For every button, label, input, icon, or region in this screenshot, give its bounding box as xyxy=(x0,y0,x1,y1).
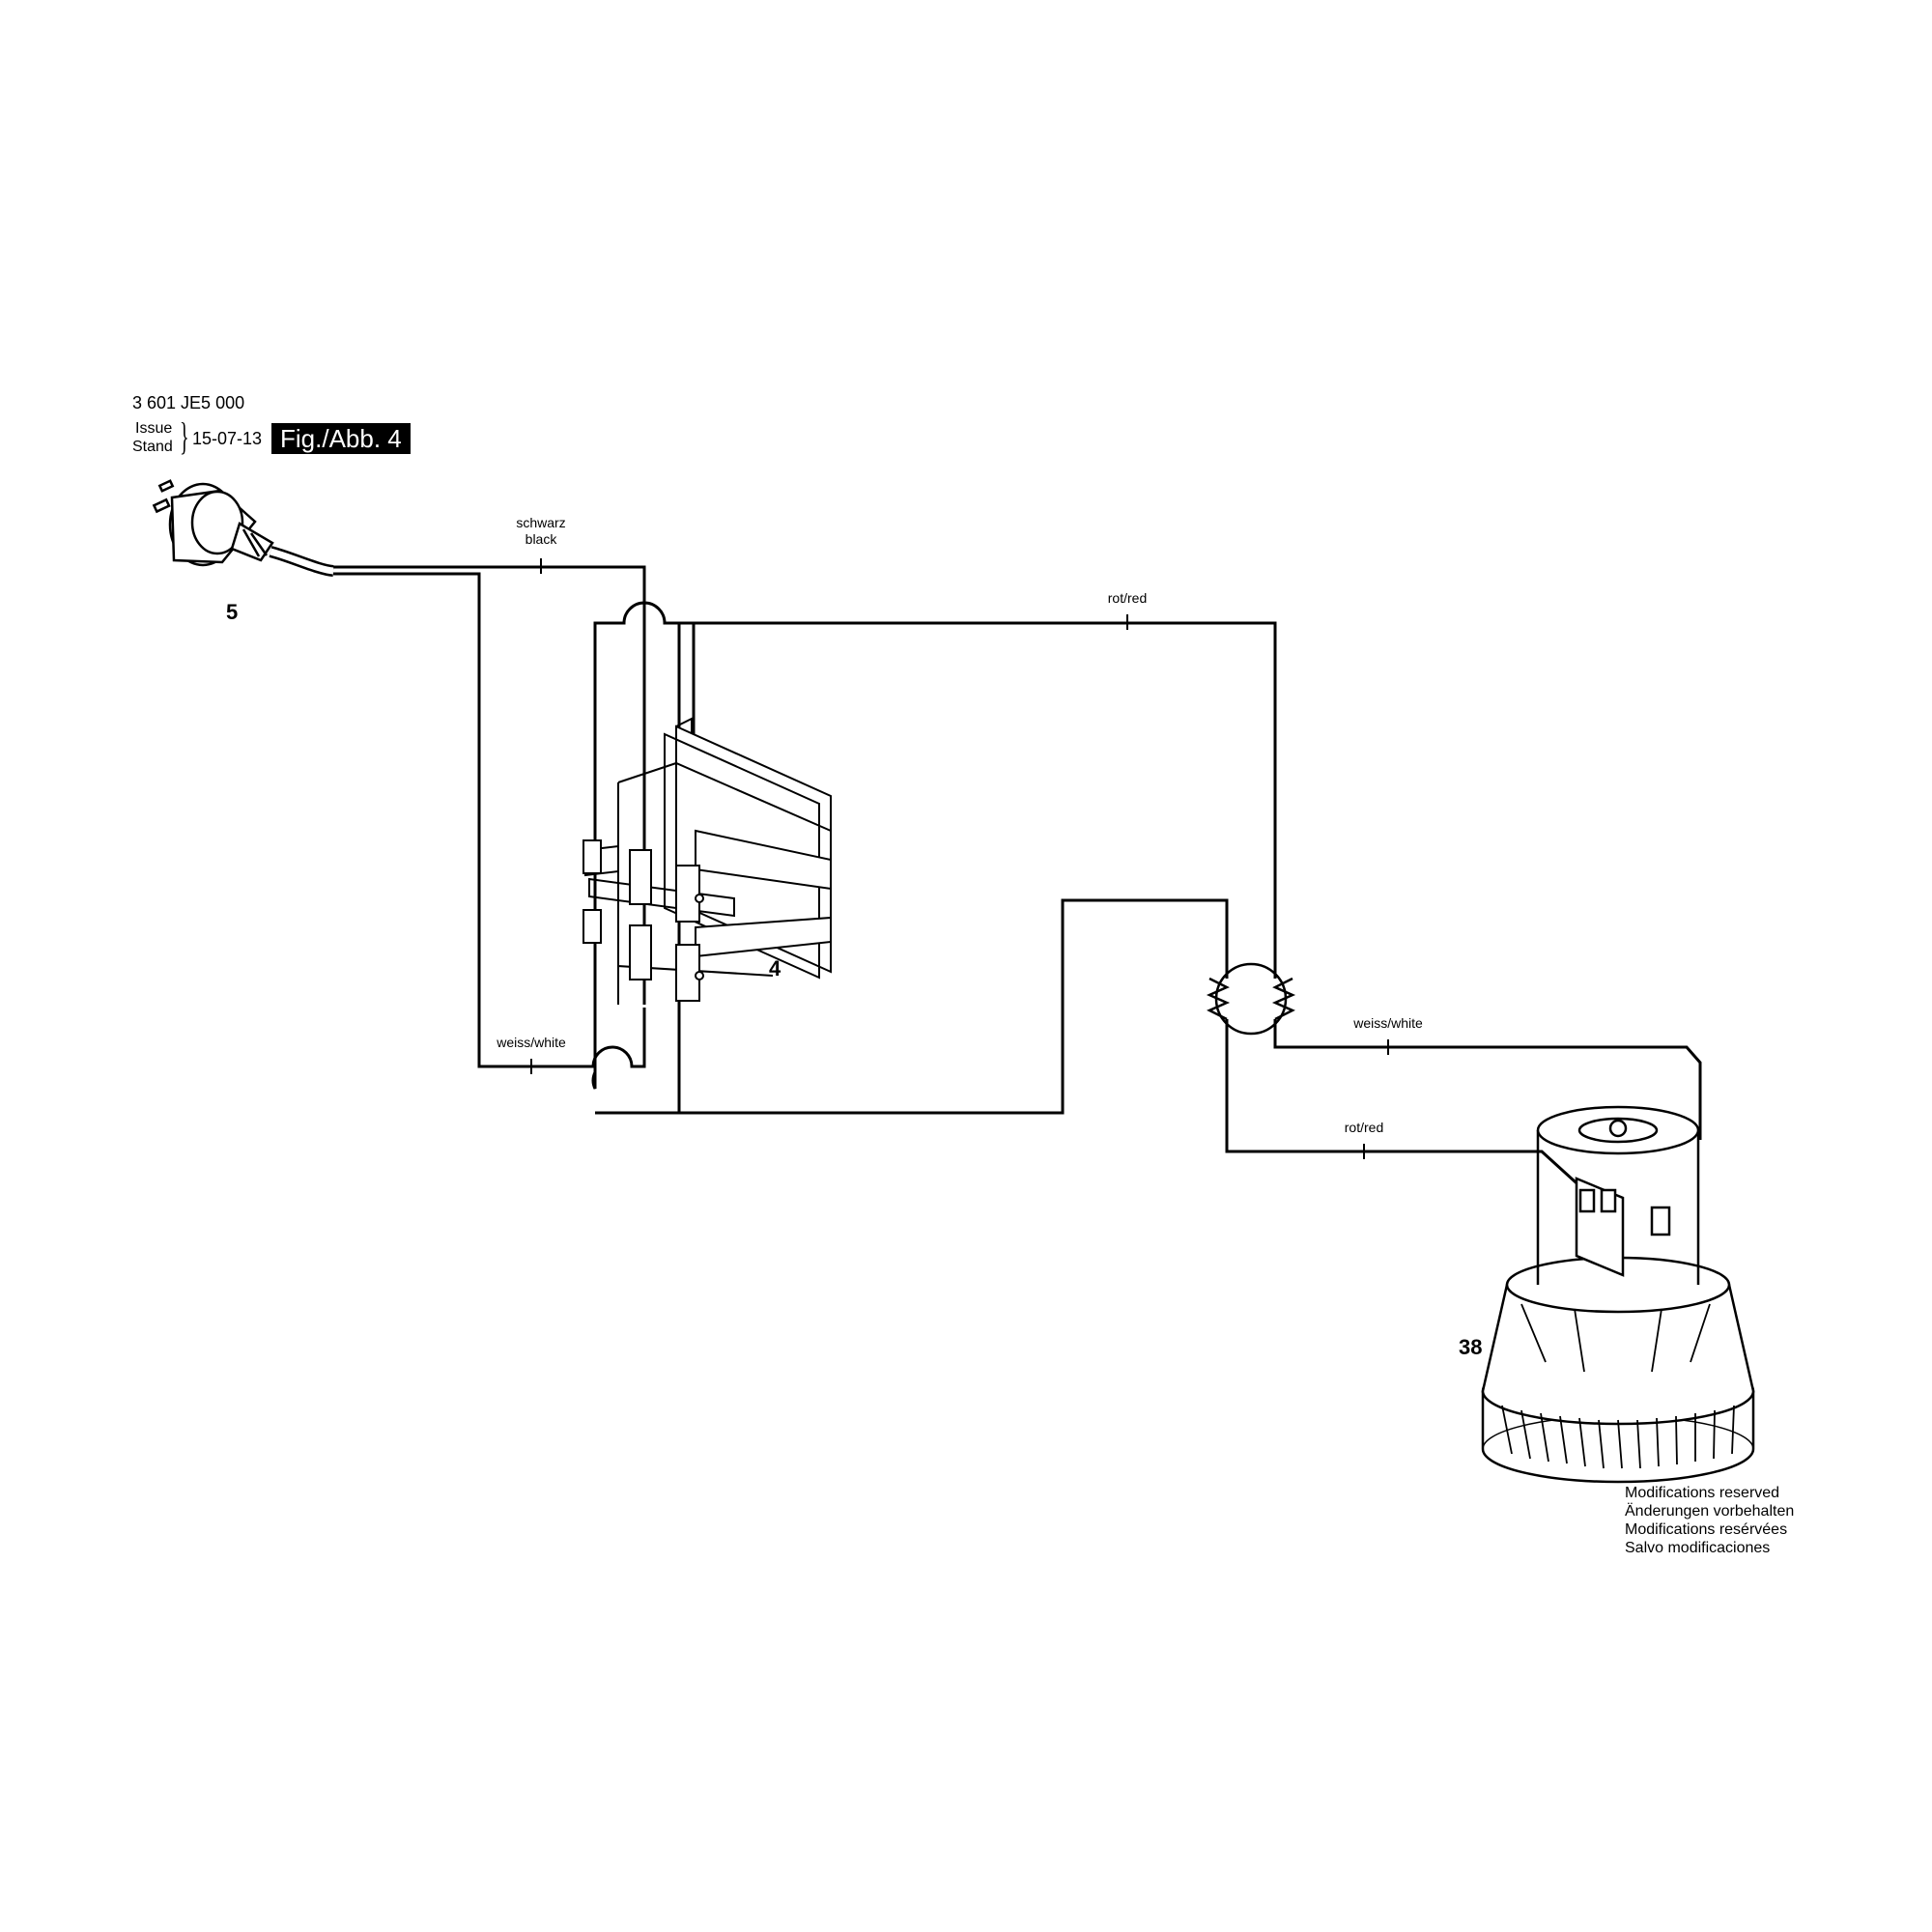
note-fr: Modifications resérvées xyxy=(1625,1521,1788,1538)
wire-label-red-top: rot/red xyxy=(1107,590,1148,606)
wire-label-white-left: weiss/white xyxy=(497,1035,566,1050)
note-de: Änderungen vorbehalten xyxy=(1625,1503,1795,1520)
motor-icon xyxy=(1481,1105,1755,1484)
issue-brace: } xyxy=(180,414,189,458)
note-en: Modifications reserved xyxy=(1625,1485,1780,1501)
issue-label: Issue xyxy=(135,420,173,437)
wire-red-bottom xyxy=(1225,1019,1586,1192)
wire-black xyxy=(333,565,646,599)
part-number-switch: 4 xyxy=(769,956,781,980)
wire-red-top xyxy=(679,621,1277,979)
wire-bottom-return xyxy=(595,898,1229,1115)
note-es: Salvo modificaciones xyxy=(1625,1540,1771,1556)
part-number-plug: 5 xyxy=(226,600,239,624)
wire-label-red-bottom: rot/red xyxy=(1344,1120,1384,1135)
wire-label-black-en: black xyxy=(525,531,557,547)
thermal-fuse-icon xyxy=(1206,962,1296,1036)
issue-date: 15-07-13 xyxy=(192,429,263,448)
figure-label: Fig./Abb. 4 xyxy=(271,423,411,454)
wire-label-white-right: weiss/white xyxy=(1353,1015,1423,1031)
plug-icon xyxy=(152,479,334,577)
part-number-motor: 38 xyxy=(1459,1335,1483,1359)
stand-label: Stand xyxy=(132,439,173,455)
document-number: 3 601 JE5 000 xyxy=(132,393,245,412)
wire-switch-left xyxy=(591,1066,597,1090)
switch-icon xyxy=(582,717,832,1005)
wire-label-black-de: schwarz xyxy=(516,515,566,530)
wire-white-left xyxy=(333,572,646,1068)
wire-white-right xyxy=(1273,1019,1702,1140)
modification-notes: Modifications reserved Änderungen vorbeh… xyxy=(1625,1484,1794,1557)
